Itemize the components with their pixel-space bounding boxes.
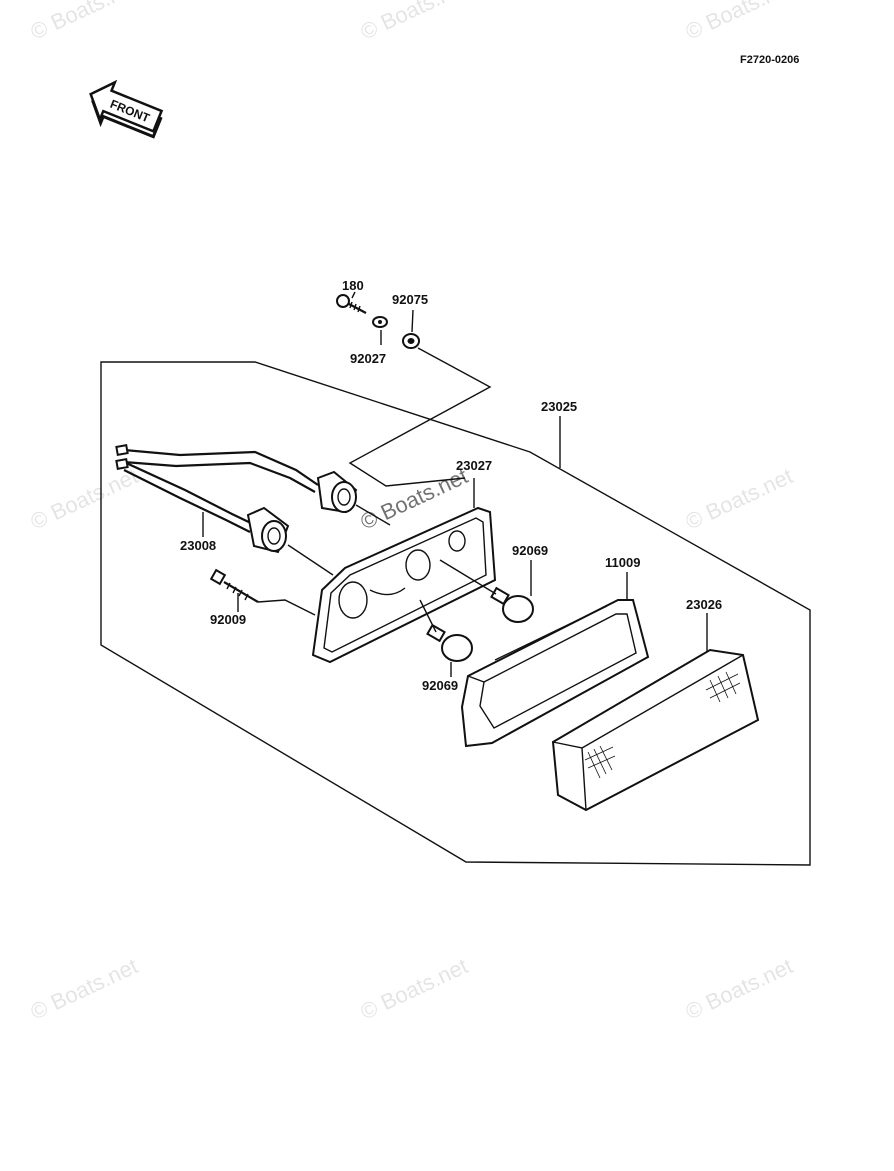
label-92009: 92009 xyxy=(210,612,246,627)
watermark: © Boats.net xyxy=(357,953,472,1024)
label-11009: 11009 xyxy=(605,555,640,570)
assembly-outline xyxy=(100,361,811,866)
part-labels: 180 92075 92027 23025 23027 23008 92069 … xyxy=(180,278,722,693)
label-180: 180 xyxy=(342,278,364,293)
gasket-11009 xyxy=(460,599,650,748)
label-92069-upper: 92069 xyxy=(512,543,548,558)
socket-upper xyxy=(316,470,358,514)
label-23027: 23027 xyxy=(456,458,492,473)
watermark: © Boats.net xyxy=(27,953,142,1024)
lamp-housing-23027 xyxy=(311,506,497,664)
bulb-92069-upper xyxy=(490,586,534,623)
bulb-92069-lower xyxy=(426,623,473,662)
watermark: © Boats.net xyxy=(357,0,472,45)
label-92069-lower: 92069 xyxy=(422,678,458,693)
lens-hatch xyxy=(584,671,741,779)
front-arrow-icon: FRONT xyxy=(89,79,164,139)
watermark: © Boats.net xyxy=(682,953,797,1024)
socket-lower xyxy=(246,506,290,554)
bolt-180 xyxy=(336,294,367,314)
watermark: © Boats.net xyxy=(682,463,797,534)
label-92075: 92075 xyxy=(392,292,428,307)
grommet-92075 xyxy=(402,333,420,349)
label-23025: 23025 xyxy=(541,399,577,414)
wiring-harness-23008 xyxy=(115,444,358,554)
label-23008: 23008 xyxy=(180,538,216,553)
lens-23026 xyxy=(551,648,760,812)
label-92027: 92027 xyxy=(350,351,386,366)
diagram-code: F2720-0206 xyxy=(740,54,799,66)
screw-92009 xyxy=(209,568,259,603)
label-23026: 23026 xyxy=(686,597,722,612)
watermarks: © Boats.net © Boats.net © Boats.net © Bo… xyxy=(27,0,797,1025)
washer-92027 xyxy=(372,316,388,328)
watermark: © Boats.net xyxy=(682,0,797,45)
watermark: © Boats.net xyxy=(27,463,142,534)
watermark: © Boats.net xyxy=(27,0,142,45)
